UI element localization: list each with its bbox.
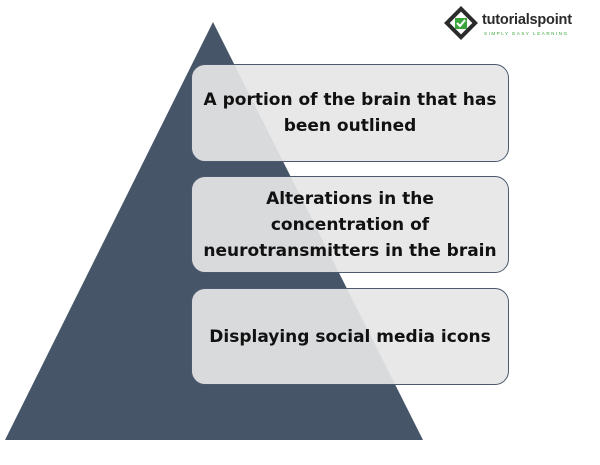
tutorialspoint-logo: tutorialspoint SIMPLY EASY LEARNING (444, 6, 594, 42)
pyramid-level-3-text: Displaying social media icons (209, 326, 491, 347)
tutorialspoint-logo-icon (444, 6, 478, 40)
logo-name: tutorialspoint (482, 12, 572, 28)
pyramid-level-1-text: A portion of the brain that has been out… (203, 90, 497, 136)
pyramid-level-1: A portion of the brain that has been out… (191, 64, 509, 162)
logo-tagline: SIMPLY EASY LEARNING (484, 31, 569, 36)
pyramid-level-2: Alterations in the concentration of neur… (191, 176, 509, 273)
pyramid-level-3: Displaying social media icons (191, 288, 509, 385)
pyramid-level-2-text: Alterations in the concentration of neur… (203, 188, 497, 261)
